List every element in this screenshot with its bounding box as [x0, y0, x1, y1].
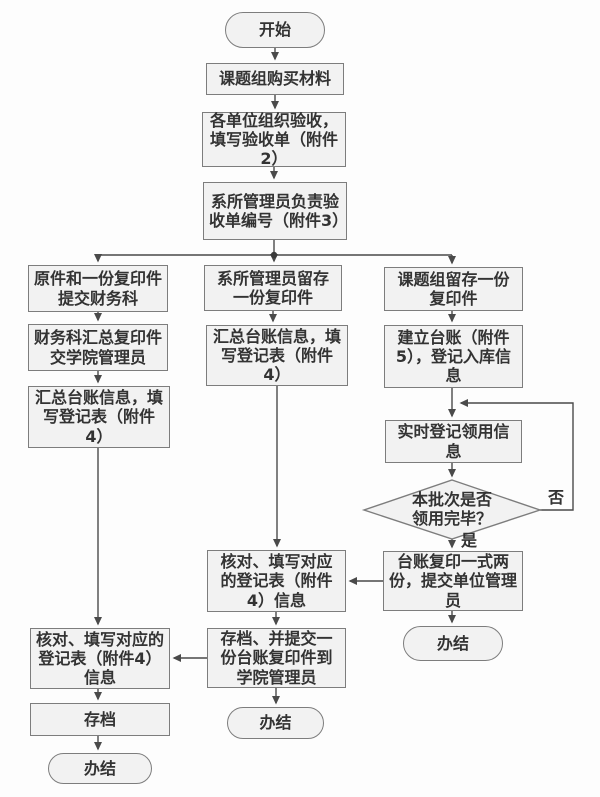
- end-terminator-left: 办结: [48, 753, 152, 784]
- process-group-keep-copy: 课题组留存一份复印件: [384, 267, 523, 311]
- process-admin-numbering: 系所管理员负责验收单编号（附件3）: [203, 182, 348, 240]
- edge-label-yes: 是: [461, 531, 478, 550]
- process-submit-finance: 原件和一份复印件提交财务科: [28, 265, 168, 312]
- process-register-usage: 实时登记领用信息: [385, 420, 522, 463]
- junction-dot: [270, 251, 278, 259]
- process-archive: 存档: [30, 703, 170, 736]
- process-verify-mid: 核对、填写对应的登记表（附件4）信息: [207, 550, 346, 612]
- process-finance-forward: 财务科汇总复印件交学院管理员: [28, 324, 168, 371]
- process-create-ledger: 建立台账（附件5），登记入库信息: [384, 325, 523, 388]
- process-dept-keep-copy: 系所管理员留存一份复印件: [204, 265, 342, 311]
- process-ledger-info-mid: 汇总台账信息，填写登记表（附件4）: [206, 325, 348, 386]
- process-archive-submit: 存档、并提交一份台账复印件到学院管理员: [207, 628, 346, 688]
- start-terminator: 开始: [225, 12, 325, 48]
- end-terminator-right: 办结: [403, 626, 503, 661]
- process-copy-ledger: 台账复印一式两份，提交单位管理员: [383, 551, 523, 611]
- end-terminator-middle: 办结: [227, 707, 324, 739]
- loop-no-edge: [459, 399, 574, 511]
- process-ledger-info-left: 汇总台账信息，填写登记表（附件4）: [28, 386, 170, 448]
- edge-label-no: 否: [548, 488, 565, 507]
- process-unit-acceptance: 各单位组织验收，填写验收单（附件2）: [202, 111, 346, 168]
- process-verify-left: 核对、填写对应的登记表（附件4）信息: [30, 628, 170, 689]
- process-buy-materials: 课题组购买材料: [206, 63, 344, 95]
- decision-batch-done-label: 本批次是否领用完毕？: [411, 489, 492, 528]
- decision-diamond: [361, 479, 543, 540]
